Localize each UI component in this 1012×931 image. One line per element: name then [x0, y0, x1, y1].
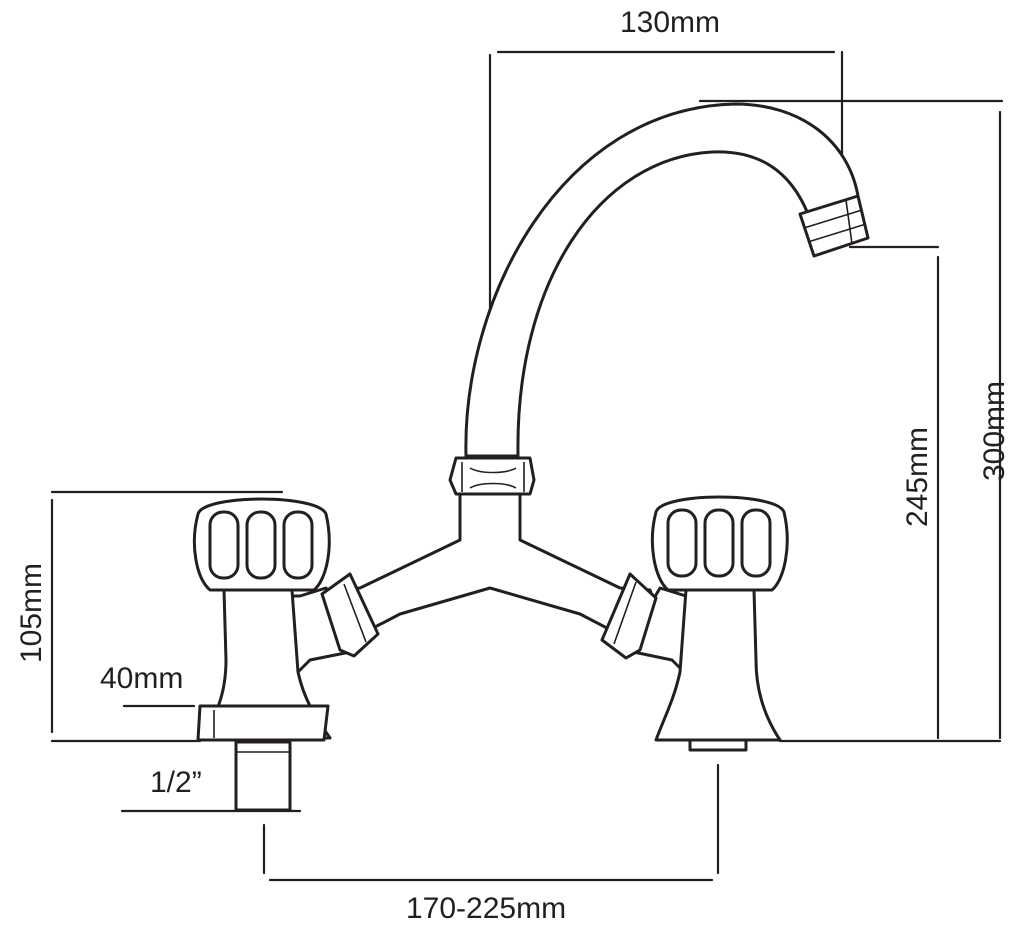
centres-label: 170-225mm [406, 892, 567, 925]
total-height-label: 300mm [978, 380, 1012, 482]
right-valve [600, 495, 789, 752]
base-height-label: 40mm [100, 662, 184, 695]
left-valve [192, 497, 380, 812]
outlet-height-label: 245mm [901, 426, 935, 528]
handle-height-label: 105mm [15, 562, 49, 664]
spout [448, 102, 870, 496]
spout-reach-label: 130mm [620, 6, 721, 39]
thread-size-label: 1/2” [150, 766, 202, 799]
